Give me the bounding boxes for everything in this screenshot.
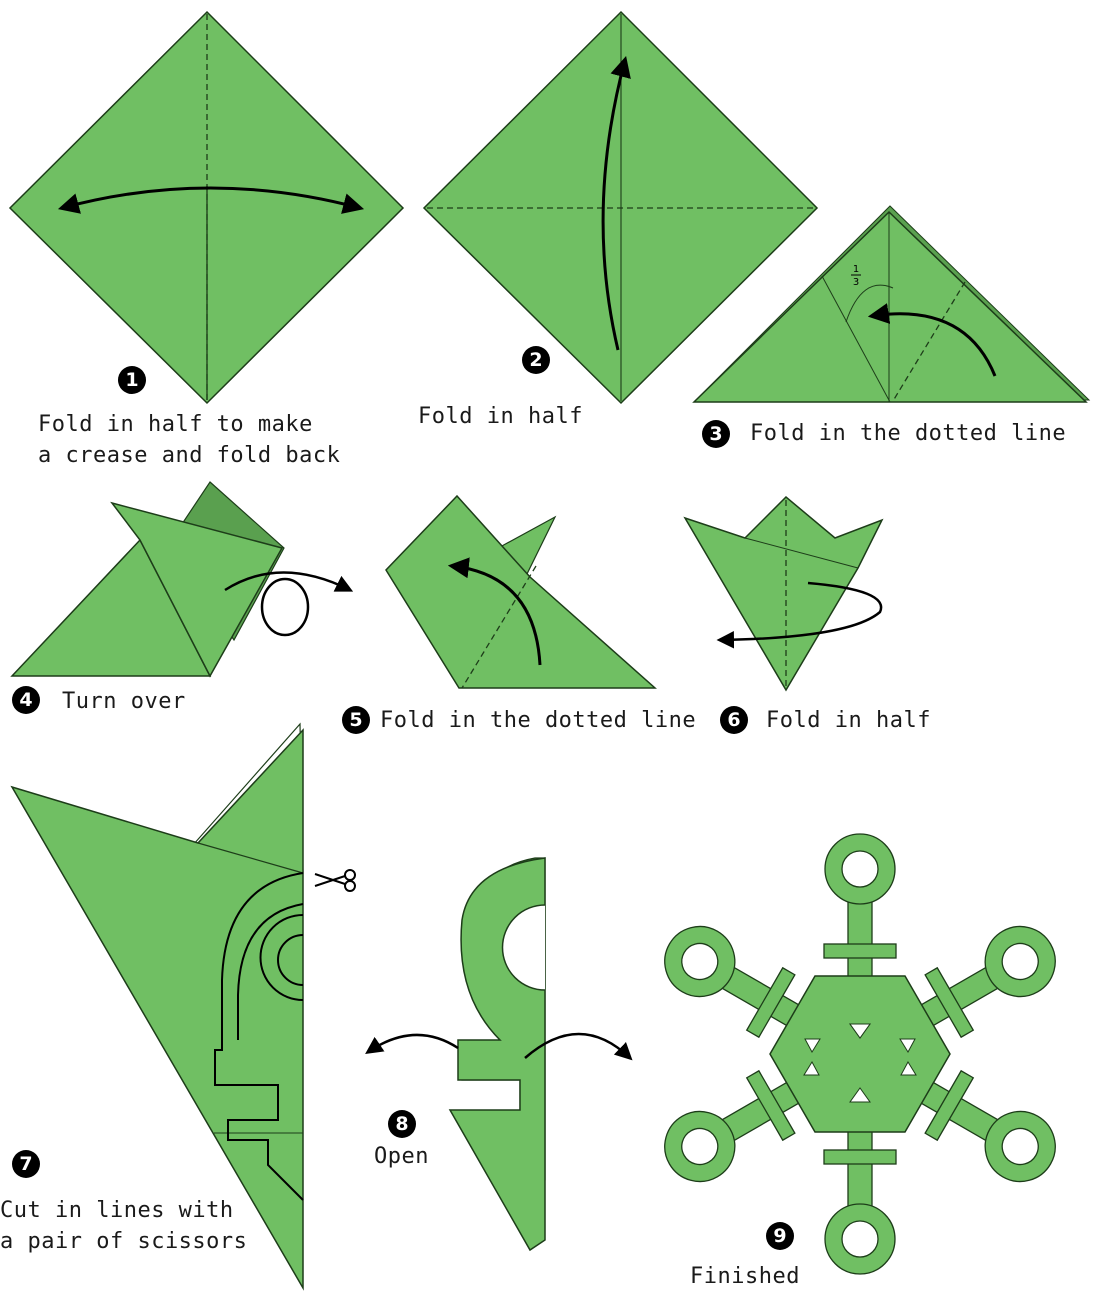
step-6-paper: [685, 497, 882, 690]
step-6-instruction: Fold in half: [766, 706, 931, 736]
step-7-instruction-line-2: a pair of scissors: [0, 1227, 247, 1257]
step-3-number-badge: 3: [702, 420, 730, 448]
step-2-instruction: Fold in half: [418, 402, 583, 432]
step-8-open-arrow-left: [368, 1035, 458, 1052]
step-8-number-badge: 8: [388, 1110, 416, 1138]
step-7-number-badge: 7: [12, 1150, 40, 1178]
step-8-instruction: Open: [374, 1142, 429, 1172]
step-1-diagram: [10, 12, 403, 403]
step-2-number-badge: 2: [522, 346, 550, 374]
step-4-diagram: [12, 482, 350, 676]
step-7-instruction-line-1: Cut in lines with: [0, 1196, 234, 1226]
step-1-instruction-line-2: a crease and fold back: [38, 441, 340, 471]
scissors-icon: [315, 870, 355, 891]
step-4-instruction: Turn over: [62, 687, 186, 717]
step-9-instruction: Finished: [690, 1262, 800, 1292]
step-1-number-badge: 1: [118, 366, 146, 394]
step-3-instruction: Fold in the dotted line: [750, 419, 1066, 449]
step-3-fraction-denominator: 3: [853, 277, 859, 288]
snowflake-arm: [824, 834, 896, 984]
step-4-number-badge: 4: [12, 686, 40, 714]
step-5-diagram: [386, 496, 655, 688]
step-8-diagram: [368, 858, 630, 1250]
step-9-snowflake: [651, 834, 1068, 1274]
step-1-instruction-line-1: Fold in half to make: [38, 410, 313, 440]
step-9-number-badge: 9: [766, 1222, 794, 1250]
step-4-turn-over-loop: [262, 579, 308, 635]
step-6-diagram: [685, 497, 882, 690]
step-3-fraction-numerator: 1: [853, 264, 859, 275]
step-6-number-badge: 6: [720, 706, 748, 734]
step-5-instruction: Fold in the dotted line: [380, 706, 696, 736]
step-5-number-badge: 5: [342, 706, 370, 734]
snowflake-hexagon: [770, 976, 950, 1132]
